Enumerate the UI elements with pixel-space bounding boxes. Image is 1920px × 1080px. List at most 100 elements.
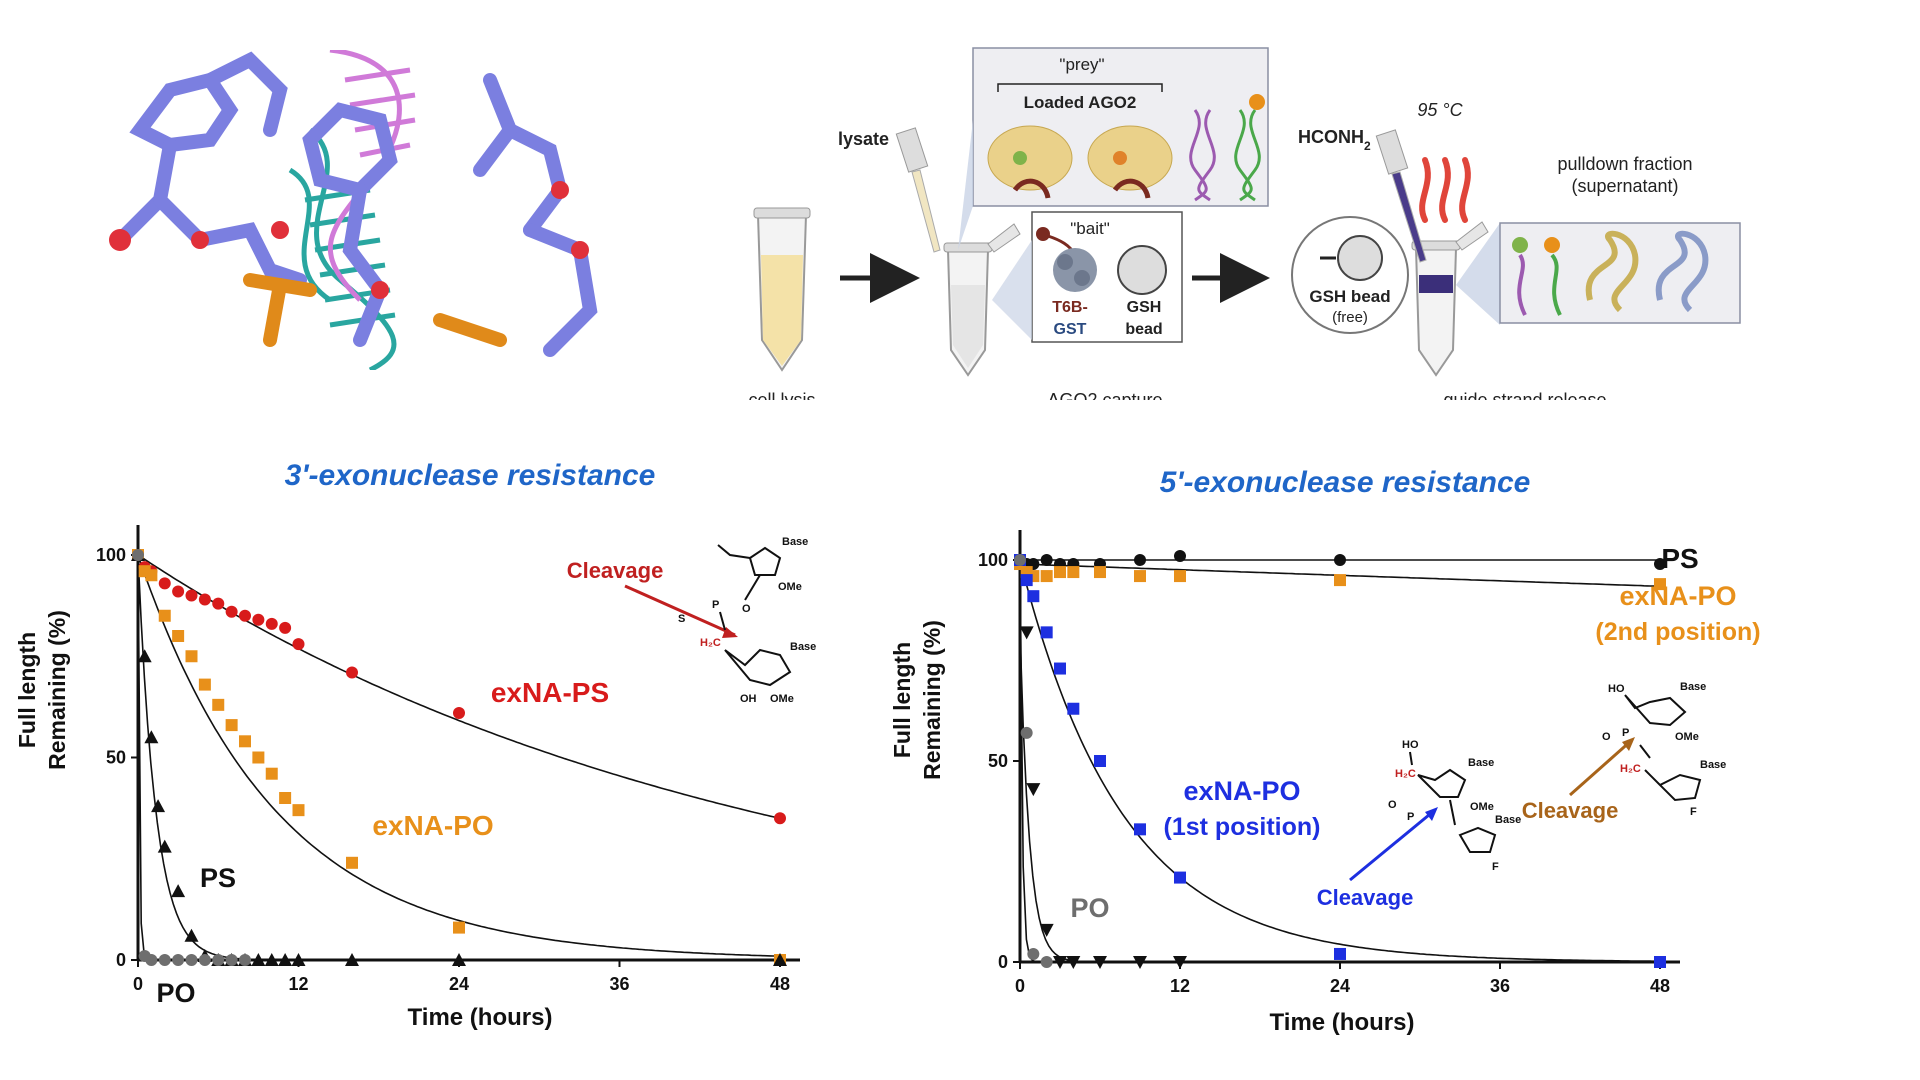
- cleavage-arrow-orange: [1569, 738, 1633, 797]
- data-point: [145, 569, 158, 582]
- data-point: [1053, 956, 1067, 969]
- data-point: [1067, 702, 1080, 715]
- t6b-gst-protein-icon: [1036, 227, 1097, 292]
- data-point: [144, 730, 159, 744]
- data-point: [1094, 566, 1106, 579]
- cleavage-arrowhead-blue: [1425, 807, 1438, 821]
- data-point: [292, 804, 305, 817]
- series-label-po: PO: [156, 978, 195, 1008]
- data-point: [1040, 956, 1053, 968]
- x-tick-label: 36: [1490, 976, 1510, 996]
- data-point: [158, 954, 171, 966]
- series-label-po: PO: [1070, 893, 1109, 923]
- data-point: [252, 613, 265, 626]
- fit-curve: [1019, 559, 1660, 963]
- data-point: [185, 954, 198, 966]
- data-point: [1134, 823, 1146, 836]
- data-point: [1173, 956, 1187, 969]
- ago2-protein-icon: [987, 125, 1173, 199]
- y-tick-label: 0: [116, 950, 126, 970]
- data-point: [1334, 554, 1346, 566]
- data-point: [239, 954, 251, 966]
- data-point: [239, 609, 251, 622]
- cell-lysis-tube-icon: [753, 207, 811, 372]
- data-point: [1067, 566, 1080, 579]
- data-point: [1027, 947, 1040, 960]
- pulldown-label-1: pulldown fraction: [1557, 154, 1692, 174]
- data-point: [1174, 570, 1186, 583]
- cleavage-arrow: [624, 584, 736, 637]
- data-point: [225, 719, 238, 732]
- data-point: [1054, 662, 1066, 675]
- data-point: [251, 953, 266, 966]
- data-point: [185, 589, 198, 602]
- data-point: [172, 585, 185, 598]
- data-point: [151, 799, 166, 813]
- svg-text:OMe: OMe: [1675, 731, 1699, 743]
- series-label-exna-po-2nd-position: (2nd position): [1595, 618, 1760, 646]
- series-label-exna-ps: exNA-PS: [491, 677, 609, 708]
- y-axis-label-line1: Full length: [889, 642, 915, 758]
- pipette-2-icon: [1375, 129, 1427, 263]
- heat-icon: [1419, 157, 1471, 223]
- data-point: [1054, 566, 1066, 579]
- hconh2-label: HCONH2: [1298, 127, 1371, 153]
- cell-lysis-label: cell lysis: [748, 390, 815, 400]
- prey-label: "prey": [1059, 55, 1104, 74]
- pulldown-label-2: (supernatant): [1571, 176, 1678, 196]
- svg-text:O: O: [742, 603, 751, 615]
- data-point: [158, 577, 171, 590]
- svg-text:Base: Base: [1468, 757, 1494, 769]
- y-tick-label: 50: [988, 751, 1008, 771]
- gst-label: GST: [1054, 321, 1087, 338]
- svg-text:O: O: [1602, 731, 1611, 743]
- svg-text:Base: Base: [790, 641, 816, 653]
- x-tick-label: 12: [288, 974, 308, 994]
- data-point: [1014, 554, 1026, 566]
- oxygen-atoms: [109, 181, 589, 299]
- data-point: [1133, 956, 1147, 969]
- svg-text:S: S: [678, 613, 685, 625]
- x-tick-label: 12: [1170, 976, 1190, 996]
- svg-text:Base: Base: [1680, 681, 1706, 693]
- data-point: [184, 928, 199, 942]
- data-point: [1066, 956, 1081, 969]
- data-point: [145, 954, 158, 966]
- data-point: [1040, 626, 1053, 639]
- cleavage-arrowhead: [722, 627, 738, 638]
- y-axis-label-line2: Remaining (%): [919, 620, 945, 780]
- data-point: [279, 621, 292, 634]
- data-point: [132, 549, 144, 561]
- data-point: [453, 921, 465, 934]
- ago2-capture-label: AGO2 capture: [1047, 390, 1162, 400]
- data-point: [1026, 783, 1041, 797]
- gsh-bead-icon: [1117, 245, 1167, 295]
- series-label-exna-po: exNA-PO: [372, 810, 493, 841]
- fit-curve: [137, 554, 781, 957]
- data-point: [158, 609, 171, 622]
- series-label-exna-po-2nd: exNA-PO: [1619, 581, 1736, 611]
- data-point: [172, 954, 185, 966]
- data-point: [1020, 566, 1033, 579]
- callout-wedge-right: [1456, 223, 1500, 325]
- series-label-exna-po-1st: exNA-PO: [1183, 776, 1300, 806]
- released-rna-icons: [1512, 230, 1709, 316]
- gsh-bead-label: GSH bead: [1309, 287, 1390, 306]
- release-tube-icon: [1411, 221, 1489, 377]
- fit-curve: [137, 554, 781, 820]
- data-point: [212, 954, 225, 966]
- data-point: [198, 954, 211, 966]
- data-point: [1020, 574, 1033, 587]
- data-point: [1094, 755, 1106, 767]
- data-point: [279, 792, 292, 804]
- prey-bracket: [997, 83, 1163, 92]
- data-point: [1027, 590, 1040, 603]
- data-point: [1039, 923, 1054, 937]
- cleavage-label-blue: Cleavage: [1317, 885, 1414, 910]
- data-point: [225, 605, 238, 618]
- workflow-svg: cell lysis lysate "prey" Loaded AGO2: [748, 47, 1741, 410]
- phosphate-atoms: [243, 273, 507, 347]
- data-point: [1174, 871, 1186, 884]
- svg-text:H₂C: H₂C: [1395, 768, 1416, 780]
- data-point: [157, 839, 172, 853]
